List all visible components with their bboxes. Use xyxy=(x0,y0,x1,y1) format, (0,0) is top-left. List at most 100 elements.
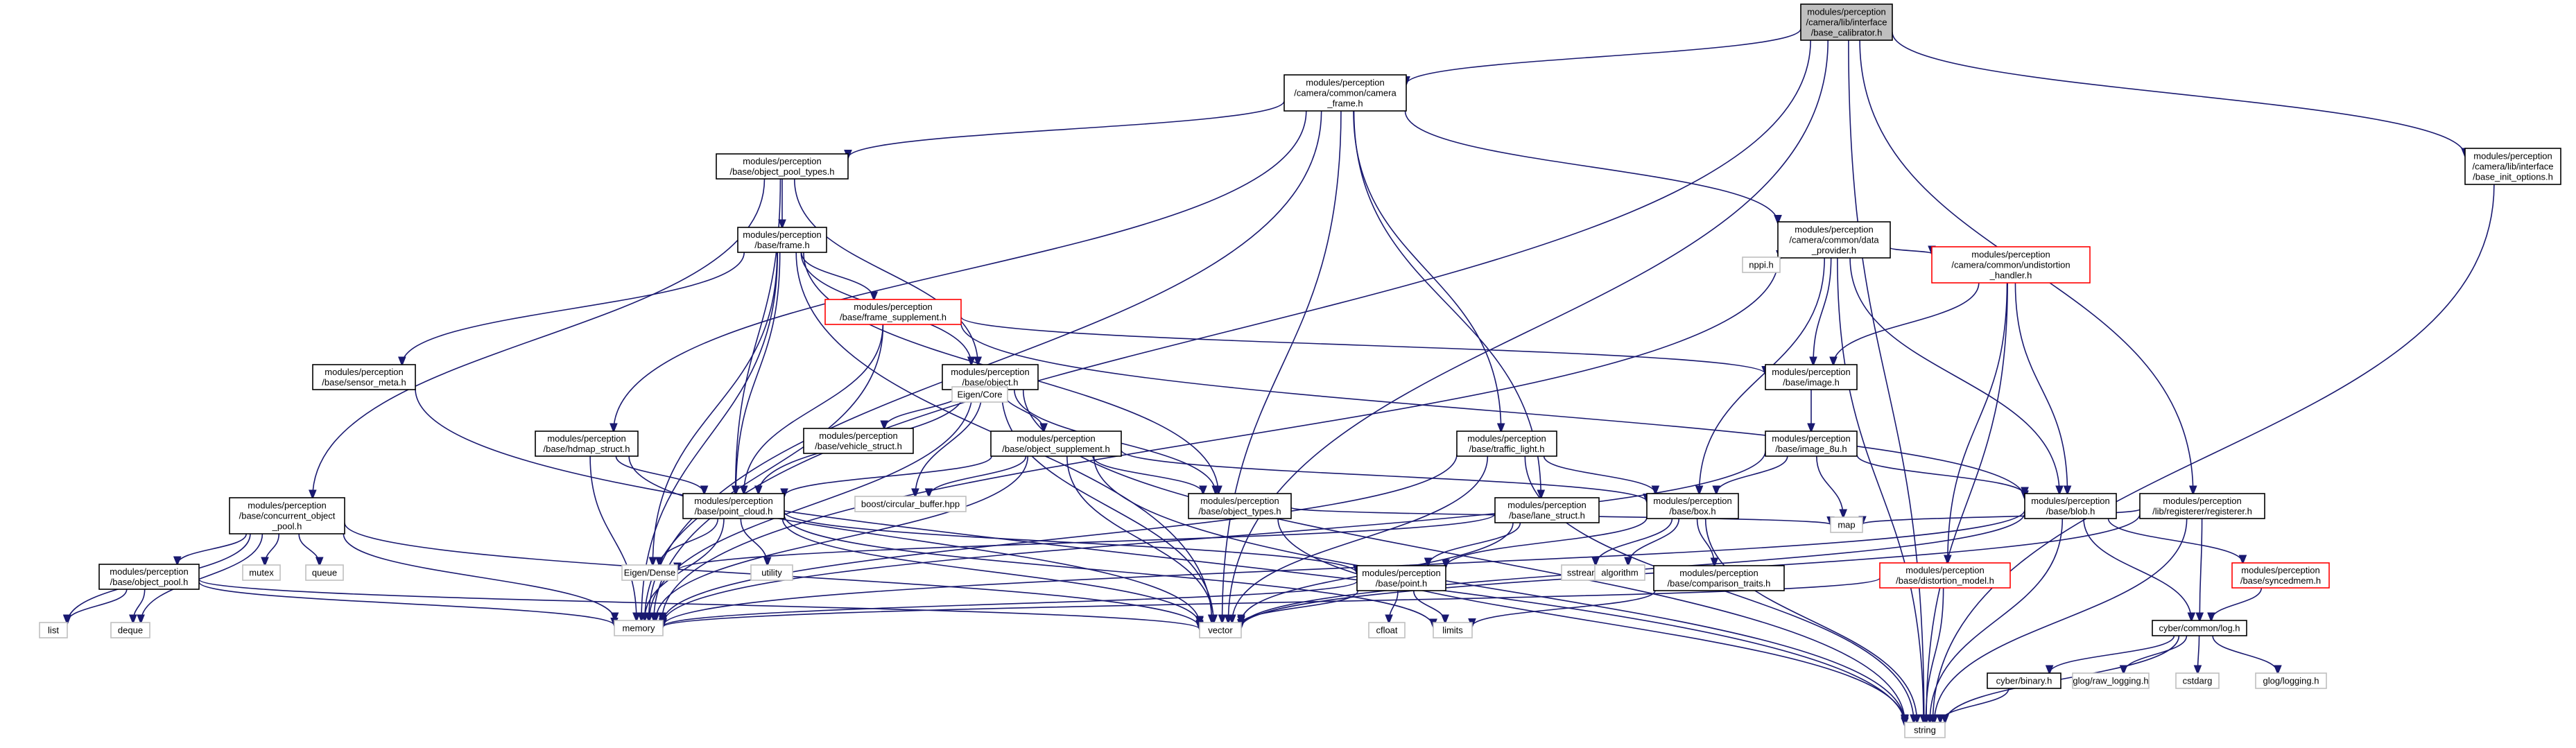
edge-registerer-to-map xyxy=(1862,508,2141,524)
node-box[interactable] xyxy=(1188,493,1292,519)
node-label-line: modules/perception xyxy=(1772,433,1850,444)
node-box[interactable] xyxy=(2464,148,2561,185)
node-concurrent-object-pool[interactable]: modules/perception/base/concurrent_objec… xyxy=(229,497,345,534)
edge-registerer-to-string xyxy=(1935,518,2188,722)
node-label-line: /base/vehicle_struct.h xyxy=(815,441,902,451)
node-box[interactable] xyxy=(535,430,639,457)
node-box[interactable] xyxy=(1494,497,1600,523)
node-box[interactable] xyxy=(1879,562,2011,589)
edge-base_init_options-to-string xyxy=(1933,184,2495,722)
node-point[interactable]: modules/perception/base/point.h xyxy=(1356,565,1446,591)
edge-box-to-point xyxy=(1446,517,1648,567)
node-label-line: sstream xyxy=(1567,568,1599,578)
node-camera-frame[interactable]: modules/perception/camera/common/camera_… xyxy=(1283,74,1407,112)
node-undistortion-handler[interactable]: modules/perception/camera/common/undisto… xyxy=(1931,246,2091,284)
node-syncedmem[interactable]: modules/perception/base/syncedmem.h xyxy=(2231,562,2330,589)
edge-frame-to-point_cloud xyxy=(736,252,781,494)
node-label-line: /base/blob.h xyxy=(2046,506,2095,516)
node-lane-struct[interactable]: modules/perception/base/lane_struct.h xyxy=(1494,497,1600,523)
node-frame-supplement[interactable]: modules/perception/base/frame_supplement… xyxy=(824,299,962,325)
node-box[interactable] xyxy=(737,227,827,253)
node-label-line: /camera/lib/interface xyxy=(1806,17,1887,28)
node-vehicle-struct[interactable]: modules/perception/base/vehicle_struct.h xyxy=(803,428,914,454)
node-box[interactable] xyxy=(2139,493,2265,519)
node-box[interactable] xyxy=(990,430,1122,457)
node-box[interactable] xyxy=(1987,672,2061,689)
node-sensor-meta[interactable]: modules/perception/base/sensor_meta.h xyxy=(312,364,416,390)
node-image-8u[interactable]: modules/perception/base/image_8u.h xyxy=(1765,430,1858,457)
edge-object_pool-to-vector xyxy=(198,578,1200,629)
edge-log-to-cstdarg xyxy=(2197,635,2199,673)
node-label-line: algorithm xyxy=(1601,568,1638,578)
node-blob[interactable]: modules/perception/base/blob.h xyxy=(2024,493,2117,519)
node-box[interactable] xyxy=(803,428,914,454)
node-box[interactable] xyxy=(1646,493,1739,519)
node-box[interactable] xyxy=(1777,221,1891,259)
node-label-line: /camera/common/data xyxy=(1789,235,1879,245)
node-label-line: modules/perception xyxy=(2473,151,2552,162)
node-box[interactable] xyxy=(2024,493,2117,519)
node-box[interactable] xyxy=(1800,3,1893,41)
node-base-init-options[interactable]: modules/perception/camera/lib/interface/… xyxy=(2464,148,2561,185)
edge-undistortion_handler-to-distortion_model xyxy=(1948,282,2008,563)
node-box[interactable] xyxy=(312,364,416,390)
edge-camera_frame-to-traffic_light xyxy=(1353,110,1501,431)
edge-object_supplement-to-vector xyxy=(1066,455,1213,623)
node-label-line: /base/traffic_light.h xyxy=(1469,444,1545,454)
node-image[interactable]: modules/perception/base/image.h xyxy=(1765,364,1858,390)
edge-log-to-glog_raw xyxy=(2124,635,2188,673)
node-comparison-traits[interactable]: modules/perception/base/comparison_trait… xyxy=(1653,565,1785,591)
node-box[interactable] xyxy=(229,497,345,534)
node-object-types[interactable]: modules/perception/base/object_types.h xyxy=(1188,493,1292,519)
node-distortion-model[interactable]: modules/perception/base/distortion_model… xyxy=(1879,562,2011,589)
node-box[interactable] xyxy=(2231,562,2330,589)
node-label-line: /base/lane_struct.h xyxy=(1509,510,1585,521)
node-box[interactable] xyxy=(1456,430,1557,457)
node-base-calibrator[interactable]: modules/perception/camera/lib/interface/… xyxy=(1800,3,1893,41)
node-box[interactable] xyxy=(682,493,785,519)
edge-base_calibrator-to-memory xyxy=(654,40,1811,620)
edge-image_8u-to-box xyxy=(1716,455,1788,494)
node-box[interactable] xyxy=(824,299,962,325)
node-box[interactable] xyxy=(2152,620,2247,636)
node-box xyxy=(1594,564,1645,581)
node-label-line: utility xyxy=(761,568,782,578)
node-box[interactable] xyxy=(716,153,849,180)
node-object[interactable]: modules/perception/base/object.h xyxy=(942,364,1039,390)
edge-frame_supplement-to-image xyxy=(960,316,1765,374)
node-box[interactable]: modules/perception/base/box.h xyxy=(1646,493,1739,519)
node-label-line: _pool.h xyxy=(272,521,302,532)
node-object-pool-types[interactable]: modules/perception/base/object_pool_type… xyxy=(716,153,849,180)
node-box[interactable] xyxy=(98,564,200,590)
node-box xyxy=(39,622,68,638)
node-traffic-light[interactable]: modules/perception/base/traffic_light.h xyxy=(1456,430,1557,457)
node-frame[interactable]: modules/perception/base/frame.h xyxy=(737,227,827,253)
node-box[interactable] xyxy=(1283,74,1407,112)
node-box[interactable] xyxy=(1356,565,1446,591)
node-label-line: memory xyxy=(623,623,655,634)
edge-box-to-algorithm xyxy=(1628,518,1680,565)
node-box[interactable] xyxy=(1653,565,1785,591)
edge-undistortion_handler-to-blob xyxy=(2014,282,2067,494)
edge-base_calibrator-to-string xyxy=(1848,40,1924,722)
node-box[interactable] xyxy=(1931,246,2091,284)
node-binary[interactable]: cyber/binary.h xyxy=(1987,672,2061,689)
edge-point-to-memory xyxy=(663,580,1358,627)
node-object-pool[interactable]: modules/perception/base/object_pool.h xyxy=(98,564,200,590)
edge-frame-to-sensor_meta xyxy=(402,252,745,365)
edge-data_provider-to-blob xyxy=(1849,257,2059,494)
node-data-provider[interactable]: modules/perception/camera/common/data_pr… xyxy=(1777,221,1891,259)
node-box[interactable] xyxy=(1765,430,1858,457)
node-point-cloud[interactable]: modules/perception/base/point_cloud.h xyxy=(682,493,785,519)
node-registerer[interactable]: modules/perception/lib/registerer/regist… xyxy=(2139,493,2265,519)
node-cfloat: cfloat xyxy=(1368,622,1406,638)
node-nppi: nppi.h xyxy=(1742,256,1781,273)
node-label-line: map xyxy=(1838,520,1855,530)
node-hdmap-struct[interactable]: modules/perception/base/hdmap_struct.h xyxy=(535,430,639,457)
node-box[interactable] xyxy=(942,364,1039,390)
node-box[interactable] xyxy=(1765,364,1858,390)
node-label-line: modules/perception xyxy=(1795,225,1873,235)
node-label-line: modules/perception xyxy=(1905,565,1984,575)
node-object-supplement[interactable]: modules/perception/base/object_supplemen… xyxy=(990,430,1122,457)
node-log[interactable]: cyber/common/log.h xyxy=(2152,620,2247,636)
